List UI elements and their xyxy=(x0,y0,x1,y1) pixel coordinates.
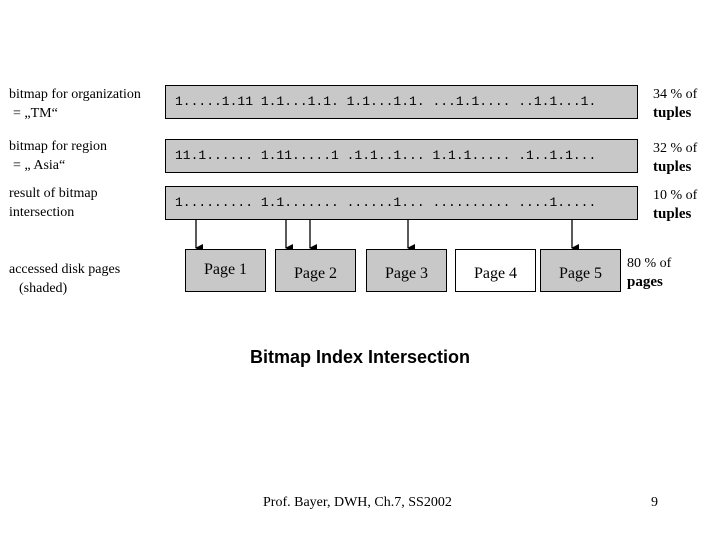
pages-percent-unit: pages xyxy=(627,274,663,290)
pages-label-line1: accessed disk pages xyxy=(9,262,121,277)
row-region-label-line1: bitmap for region xyxy=(9,139,107,154)
page-2-box: Page 2 xyxy=(275,249,356,292)
row-result-label-line2: intersection xyxy=(9,205,75,220)
pages-label: accessed disk pages (shaded) xyxy=(9,260,120,298)
row-result-percent-value: 10 % of xyxy=(653,188,698,203)
row-result-percent-unit: tuples xyxy=(653,206,692,222)
row-organization-percent-unit: tuples xyxy=(653,105,692,121)
row-result-label: result of bitmap intersection xyxy=(9,184,98,222)
row-region-percent: 32 % of tuples xyxy=(653,140,697,176)
page-4-label: Page 4 xyxy=(473,265,518,282)
page-3-box: Page 3 xyxy=(366,249,447,292)
page-5-label: Page 5 xyxy=(558,265,603,282)
row-organization-label-line2: = „TM“ xyxy=(13,106,58,121)
row-organization-label-line1: bitmap for organization xyxy=(9,87,141,102)
row-region-label-line2: = „ Asia“ xyxy=(13,158,66,173)
row-result-percent: 10 % of tuples xyxy=(653,187,697,223)
page-1-label: Page 1 xyxy=(203,261,248,278)
page-5-box: Page 5 xyxy=(540,249,621,292)
row-region-percent-unit: tuples xyxy=(653,159,692,175)
row-organization-percent: 34 % of tuples xyxy=(653,86,697,122)
diagram-title: Bitmap Index Intersection xyxy=(249,347,471,367)
row-region-bitmap: 11.1...... 1.11.....1 .1.1..1... 1.1.1..… xyxy=(165,139,638,173)
row-region-percent-value: 32 % of xyxy=(653,141,698,156)
row-organization-percent-value: 34 % of xyxy=(653,87,698,102)
page-4-box: Page 4 xyxy=(455,249,536,292)
pages-percent: 80 % of pages xyxy=(627,255,671,291)
row-region-label: bitmap for region = „ Asia“ xyxy=(9,137,107,175)
page-number: 9 xyxy=(651,495,658,510)
row-organization-label: bitmap for organization = „TM“ xyxy=(9,85,141,123)
row-organization-bitmap: 1.....1.11 1.1...1.1. 1.1...1.1. ...1.1.… xyxy=(165,85,638,119)
row-result-label-line1: result of bitmap xyxy=(9,186,98,201)
page-1-box: Page 1 xyxy=(185,249,266,292)
pages-label-line2: (shaded) xyxy=(19,281,68,296)
pages-percent-value: 80 % of xyxy=(627,256,672,271)
footer-text: Prof. Bayer, DWH, Ch.7, SS2002 xyxy=(263,495,452,510)
page-3-label: Page 3 xyxy=(384,265,429,282)
row-result-bitmap: 1......... 1.1....... ......1... .......… xyxy=(165,186,638,220)
page-2-label: Page 2 xyxy=(293,265,338,282)
